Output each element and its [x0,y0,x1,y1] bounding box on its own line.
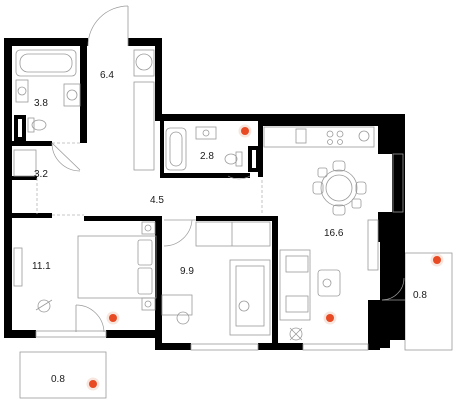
room-label-closet: 3.2 [34,169,48,180]
coffee-table-icon [317,269,341,297]
room-desk-icon [161,294,193,325]
bathtub-icon [15,49,77,77]
sofa-living-icon [279,249,311,321]
camera-marker-icon[interactable] [323,311,337,325]
room-label-balcony-bottom: 0.8 [51,374,65,385]
wc-toilet-icon [224,151,243,167]
balcony-bottom-outline [19,351,107,399]
camera-marker-icon[interactable] [238,124,252,138]
washing-machine-icon [63,83,81,107]
room-label-wc: 2.8 [200,151,214,162]
toilet-icon [27,117,47,133]
camera-marker-icon[interactable] [86,377,100,391]
dining-table-icon [312,160,367,216]
bedroom-plant-icon [35,299,53,313]
bed-icon [77,235,157,299]
outer-walls [4,38,405,350]
nightstand-top-icon [141,221,156,235]
windows [35,153,404,351]
washbasin-icon [15,79,29,103]
room-label-balcony-right: 0.8 [413,290,427,301]
camera-marker-icon[interactable] [106,311,120,325]
room-label-bedroom: 11.1 [32,261,51,272]
room-shelf-icon [195,221,271,247]
plant-icon [289,327,303,341]
nightstand-bottom-icon [141,297,156,311]
tv-unit-icon [367,219,379,271]
room-sofa-icon [229,259,271,336]
room-label-corridor: 4.5 [150,195,164,206]
wardrobe-closet-icon [13,149,37,177]
balcony-right-outline [404,252,453,351]
wc-bathtub-icon [165,127,187,171]
dashed-openings [36,142,263,216]
room-label-living-kitchen: 16.6 [324,228,344,239]
wc-sink-icon [195,126,217,140]
inner-walls [12,38,278,350]
room-label-room: 9.9 [180,266,194,277]
bedroom-shelf-icon [13,247,23,287]
wardrobe-hall-icon [133,49,155,171]
kitchen-counter-icon [263,126,375,148]
room-label-hall-upper: 6.4 [100,70,114,81]
room-label-bathroom: 3.8 [34,98,48,109]
doors [51,5,405,333]
camera-marker-icon[interactable] [430,253,444,267]
